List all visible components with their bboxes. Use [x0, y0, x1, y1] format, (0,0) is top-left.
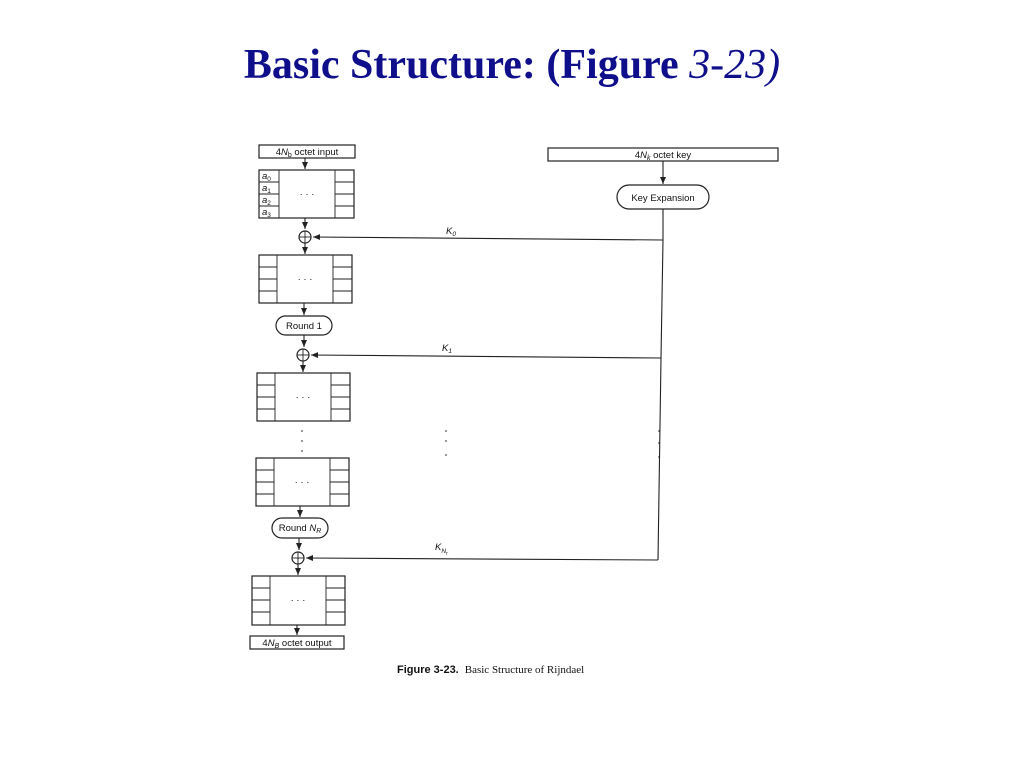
continuation-dots [301, 430, 660, 458]
state-block-input: a0 a1 a2 a3 · · · [258, 169, 355, 219]
state-ellipsis: · · · [295, 477, 310, 488]
row-label-a0: a0 [262, 171, 271, 183]
input-label-box: 4Nb octet input [258, 144, 356, 159]
title-main: Basic Structure: (Figure [243, 42, 690, 88]
round-1-node: Round 1 [275, 315, 333, 336]
round-nr-label: Round NR [279, 523, 322, 535]
row-label-a1: a1 [262, 183, 271, 195]
state-ellipsis: · · · [300, 189, 315, 200]
round-nr-node: Round NR [271, 517, 329, 539]
round-key-1-arrow [310, 352, 662, 359]
round-key-nr-arrow [305, 555, 659, 562]
state-ellipsis: · · · [298, 274, 313, 285]
state-block-output: · · · [251, 575, 346, 626]
state-block-4: · · · [255, 457, 350, 507]
k1-label: K1 [442, 343, 452, 355]
key-label: 4Nk octet key [635, 150, 692, 162]
round-1-label: Round 1 [286, 321, 322, 332]
xor-node-3 [291, 551, 305, 565]
xor-node-1 [298, 230, 312, 244]
key-expansion-node: Key Expansion [616, 184, 710, 210]
output-label: 4NB octet output [262, 638, 331, 650]
xor-node-2 [296, 348, 310, 362]
key-expansion-label: Key Expansion [631, 193, 694, 204]
input-label: 4Nb octet input [276, 147, 339, 159]
row-label-a3: a3 [262, 207, 271, 219]
row-label-a2: a2 [262, 195, 271, 207]
knr-label: KNr [435, 542, 448, 557]
key-schedule-line [657, 209, 664, 561]
state-block-3: · · · [256, 372, 351, 422]
output-label-box: 4NB octet output [249, 635, 345, 650]
state-ellipsis: · · · [296, 392, 311, 403]
slide-title: Basic Structure: (Figure 3-23) [0, 38, 1024, 92]
k0-label: K0 [446, 226, 456, 238]
figure-caption: Figure 3-23.Basic Structure of Rijndael [397, 664, 584, 676]
round-key-0-arrow [312, 234, 664, 241]
state-ellipsis: · · · [291, 595, 306, 606]
title-figure-number: 3-23) [689, 42, 781, 88]
key-label-box: 4Nk octet key [547, 147, 779, 162]
state-block-2: · · · [258, 254, 353, 304]
